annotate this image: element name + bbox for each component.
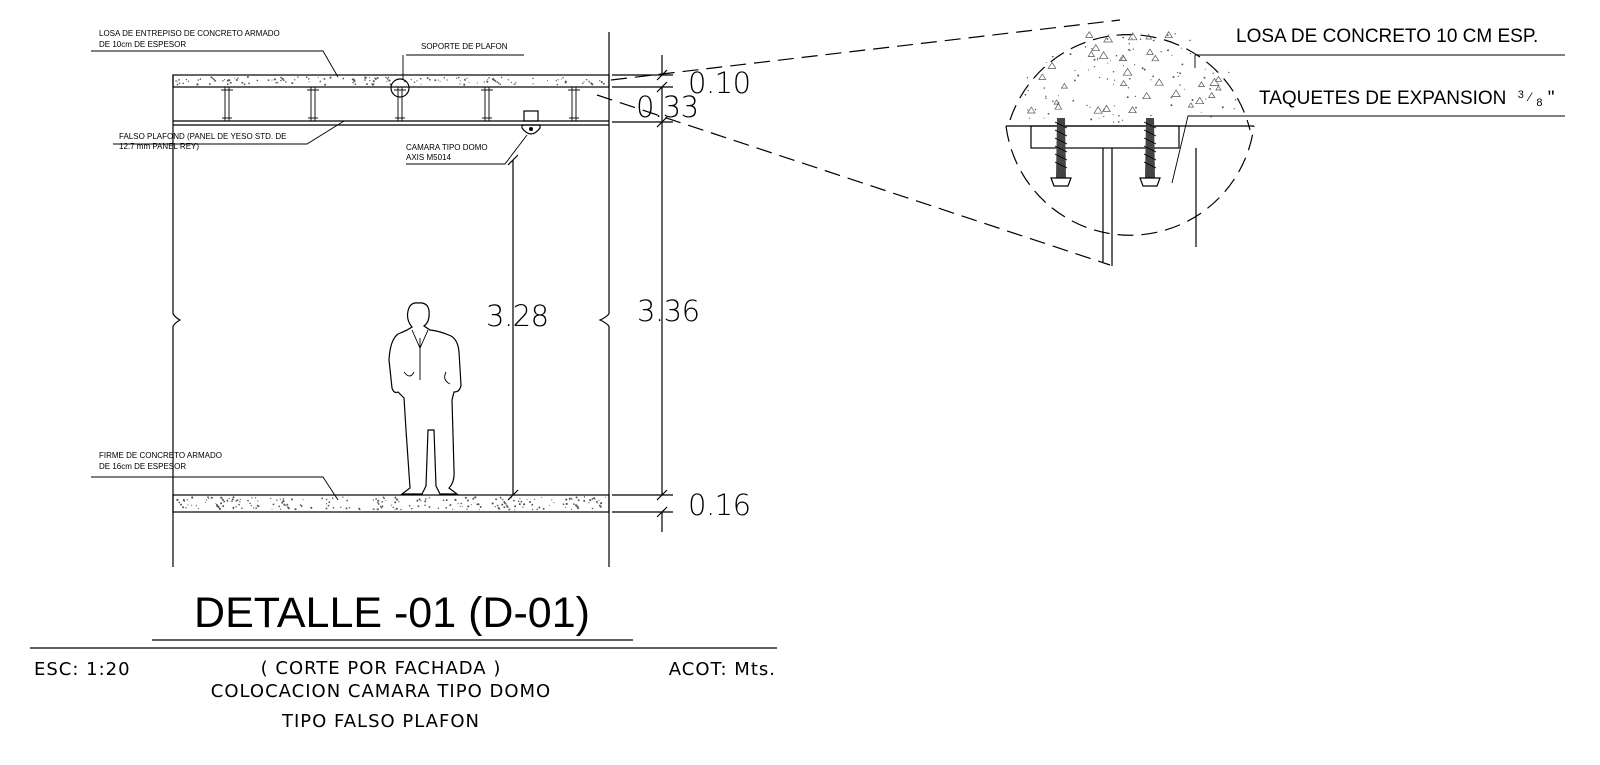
- anchor-size-den: 8: [1536, 97, 1542, 109]
- label-camera-line2: AXIS M5014: [406, 153, 451, 162]
- false-ceiling-panel: [173, 120, 609, 126]
- ceiling-hanger: [221, 87, 233, 121]
- dimension-floor-thickness: 0.16: [688, 488, 751, 522]
- dimension-clear-height: 3.28: [486, 299, 549, 333]
- ceiling-hanger: [307, 87, 319, 121]
- title-block: [30, 639, 777, 649]
- callout-slab-note: LOSA DE CONCRETO 10 CM ESP.: [1236, 26, 1538, 47]
- detail-callout: [596, 19, 1565, 266]
- units-note: ACOT: Mts.: [669, 659, 776, 680]
- dimension-slab-thickness: 0.10: [688, 66, 751, 100]
- annotation-leaders: [91, 50, 528, 501]
- label-slab-line1: LOSA DE ENTREPISO DE CONCRETO ARMADO: [99, 29, 280, 38]
- label-ceiling-support: SOPORTE DE PLAFON: [421, 42, 508, 51]
- ceiling-hanger: [390, 78, 410, 121]
- right-wall: [598, 32, 610, 567]
- subtitle-line1: ( CORTE POR FACHADA ): [261, 658, 502, 679]
- expansion-anchor-icon: [1050, 118, 1072, 187]
- subtitle-line3: TIPO FALSO PLAFON: [281, 711, 480, 732]
- ceiling-hanger: [481, 87, 493, 121]
- concrete-floor: [172, 494, 610, 513]
- anchor-size-unit: ": [1548, 88, 1555, 109]
- scale-note: ESC: 1:20: [34, 659, 131, 680]
- detail-title: DETALLE -01 (D-01): [194, 589, 590, 637]
- callout-anchor-note: TAQUETES DE EXPANSION 3 ⁄ 8 ": [1259, 82, 1555, 111]
- label-false-ceiling-line2: 12.7 mm PANEL REY): [119, 142, 199, 151]
- ceiling-supports: [221, 78, 580, 121]
- label-floor-line1: FIRME DE CONCRETO ARMADO: [99, 451, 222, 460]
- anchor-size-num: 3: [1518, 89, 1524, 101]
- anchor-note-text: TAQUETES DE EXPANSION: [1259, 88, 1506, 109]
- dimension-lines: [507, 55, 673, 532]
- dimension-total-height: 3.36: [637, 294, 700, 328]
- label-floor-line2: DE 16cm DE ESPESOR: [99, 462, 186, 471]
- expansion-anchor-icon: [1139, 118, 1161, 187]
- label-slab-line2: DE 10cm DE ESPESOR: [99, 40, 186, 49]
- dome-camera-icon: [521, 110, 541, 135]
- label-camera-line1: CAMARA TIPO DOMO: [406, 143, 488, 152]
- subtitle-line2: COLOCACION CAMARA TIPO DOMO: [211, 681, 551, 702]
- ceiling-hanger: [568, 87, 580, 121]
- human-scale-figure-icon: [388, 302, 462, 495]
- label-false-ceiling-line1: FALSO PLAFOND (PANEL DE YESO STD. DE: [119, 132, 286, 141]
- anchor-size-slash: ⁄: [1526, 90, 1533, 104]
- left-wall: [172, 75, 182, 567]
